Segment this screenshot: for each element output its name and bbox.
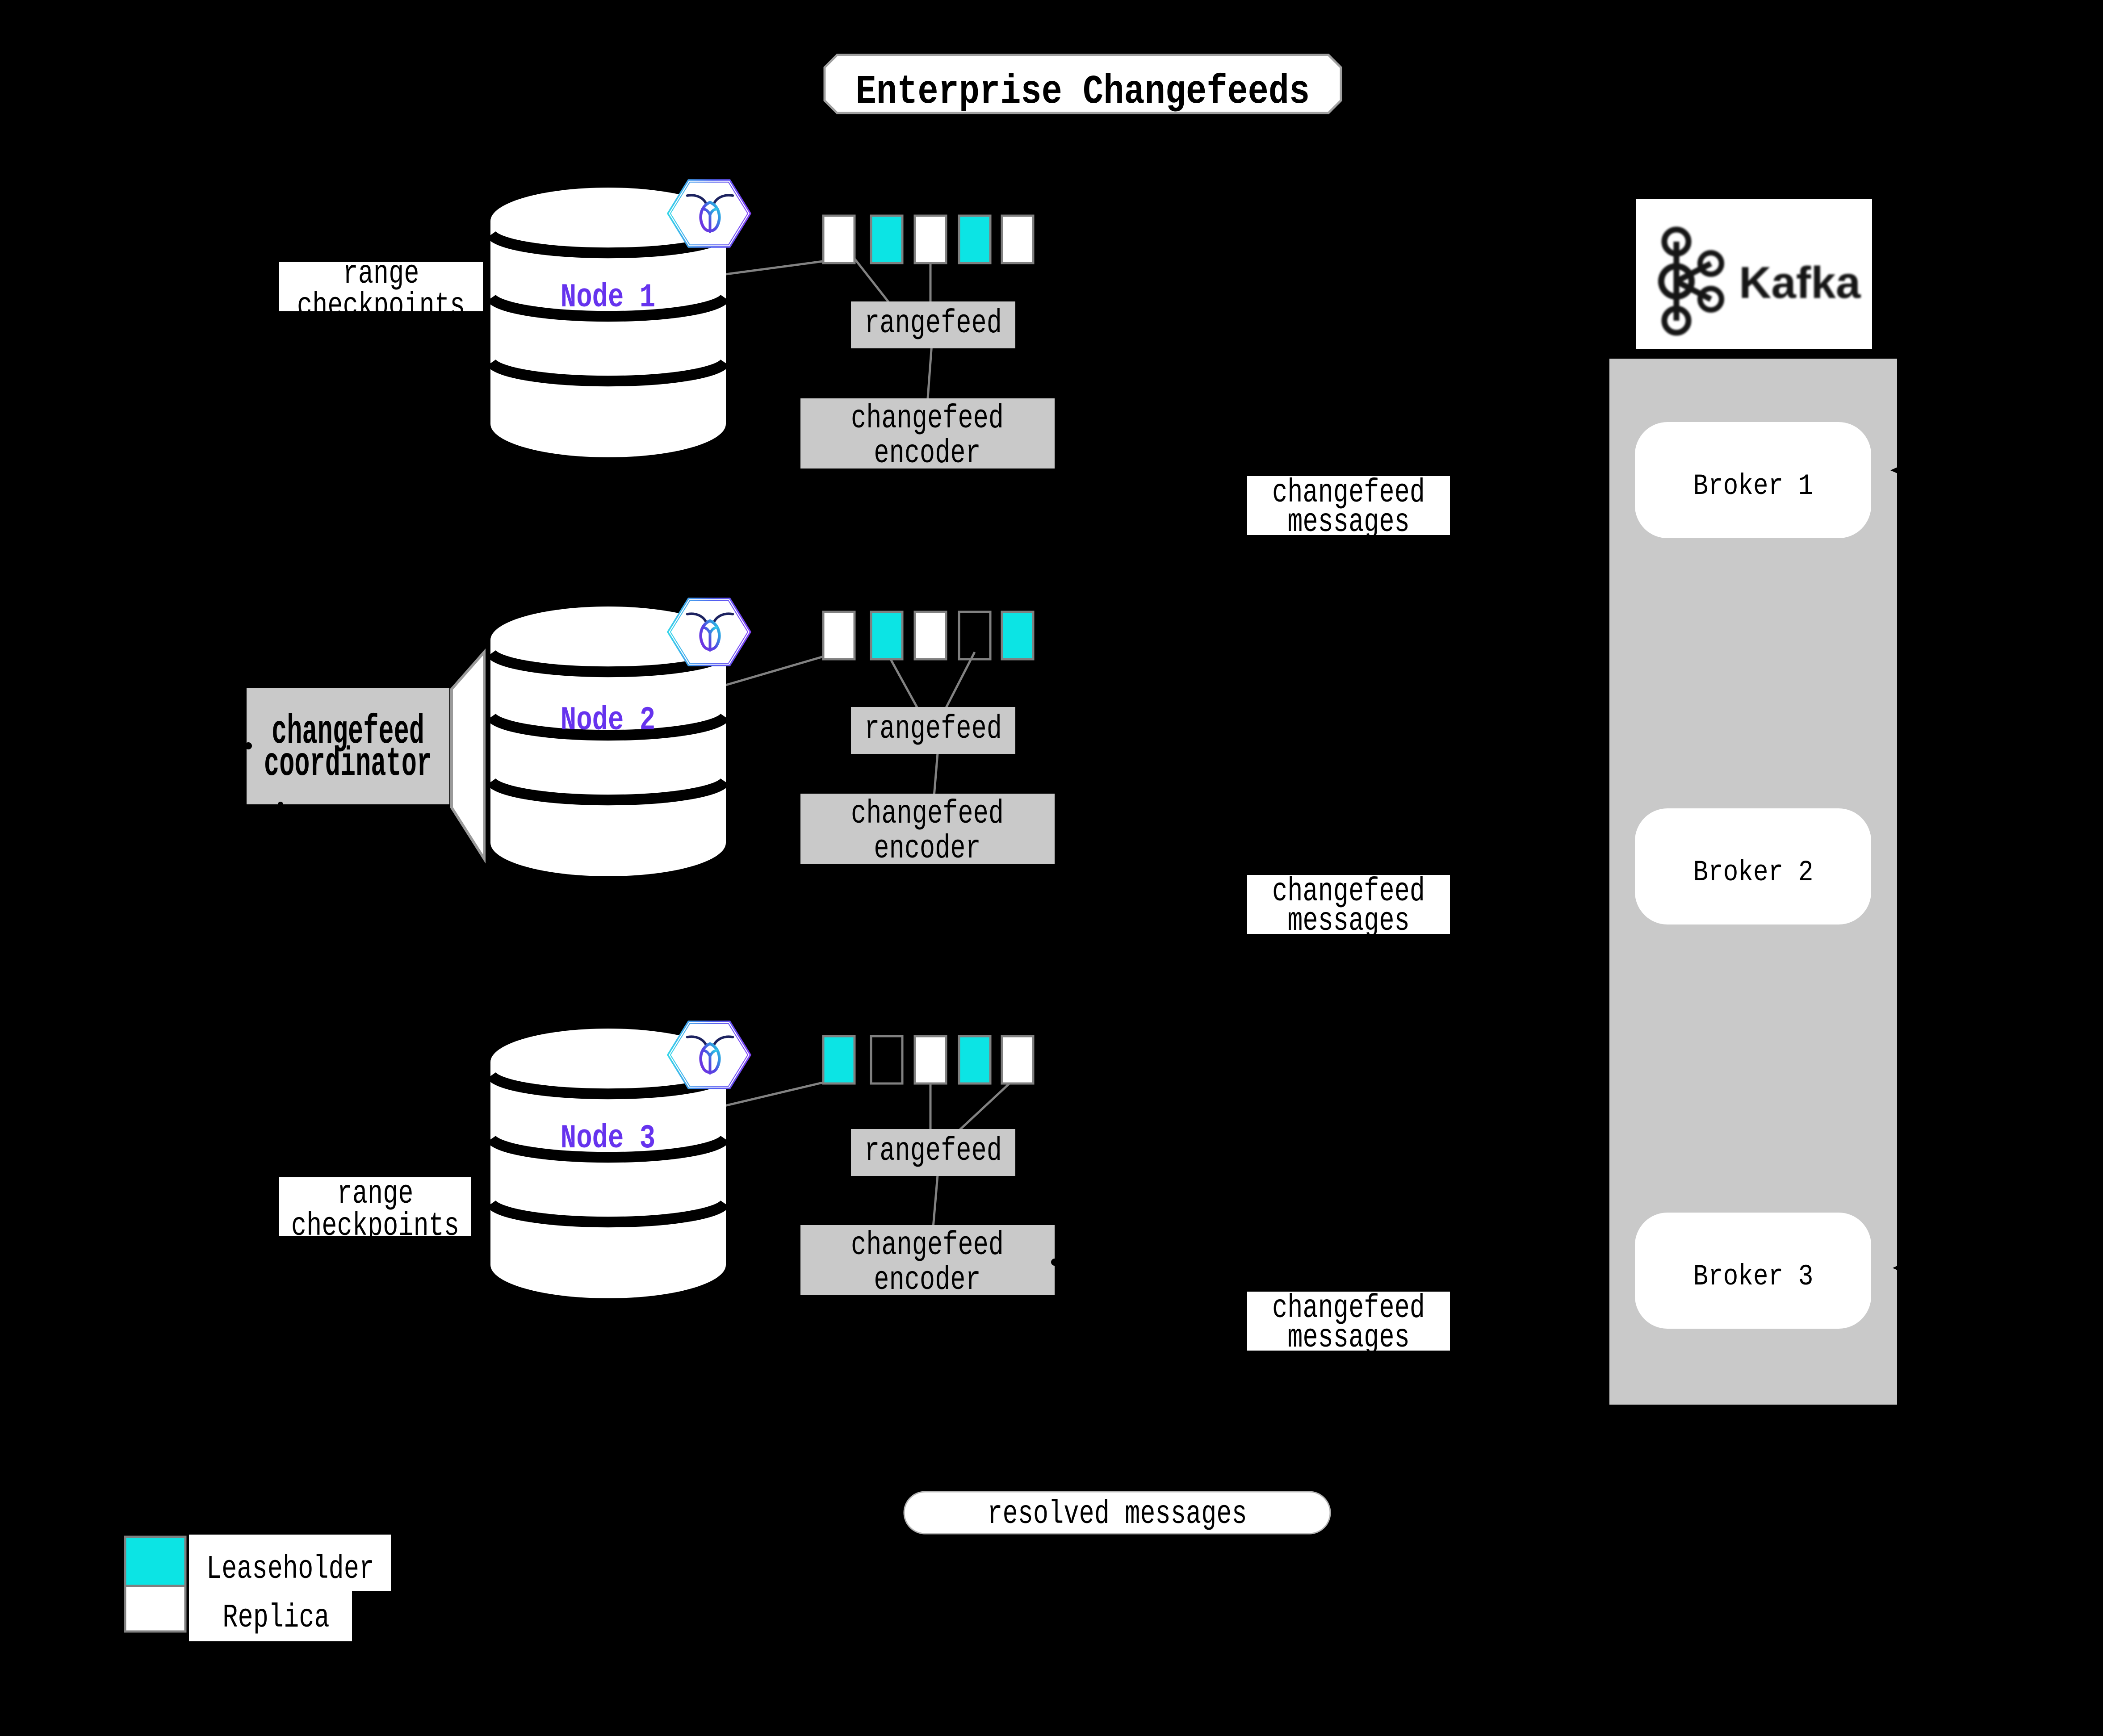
svg-text:changefeed: changefeed xyxy=(851,795,1004,832)
svg-text:messages: messages xyxy=(1287,1319,1410,1356)
svg-text:rangefeed: rangefeed xyxy=(864,1132,1002,1170)
svg-text:resolved messages: resolved messages xyxy=(987,1495,1247,1533)
svg-text:Broker 1: Broker 1 xyxy=(1693,470,1814,503)
svg-text:Node 1: Node 1 xyxy=(561,279,655,317)
svg-text:rangefeed: rangefeed xyxy=(864,305,1002,342)
svg-text:changefeed: changefeed xyxy=(1272,474,1425,511)
svg-text:encoder: encoder xyxy=(874,435,980,472)
svg-text:Kafka: Kafka xyxy=(1739,258,1861,308)
svg-text:changefeed: changefeed xyxy=(1272,1289,1425,1327)
svg-text:range: range xyxy=(337,1175,413,1213)
svg-text:Broker 2: Broker 2 xyxy=(1693,856,1814,889)
svg-text:encoder: encoder xyxy=(874,1261,980,1299)
svg-text:Replica: Replica xyxy=(222,1599,329,1636)
svg-text:Broker 3: Broker 3 xyxy=(1693,1260,1814,1293)
svg-text:encoder: encoder xyxy=(874,830,980,867)
svg-text:coordinator: coordinator xyxy=(264,741,432,787)
svg-text:Node 3: Node 3 xyxy=(561,1120,655,1158)
svg-text:range: range xyxy=(343,255,419,293)
svg-text:Leaseholder: Leaseholder xyxy=(206,1550,374,1588)
svg-text:changefeed: changefeed xyxy=(272,709,424,755)
svg-text:changefeed: changefeed xyxy=(851,400,1004,437)
svg-text:messages: messages xyxy=(1287,503,1410,541)
svg-text:rangefeed: rangefeed xyxy=(864,710,1002,748)
svg-text:changefeed: changefeed xyxy=(851,1226,1004,1264)
svg-text:messages: messages xyxy=(1287,902,1410,940)
svg-text:Enterprise Changefeeds: Enterprise Changefeeds xyxy=(856,70,1310,115)
svg-text:changefeed: changefeed xyxy=(1272,873,1425,910)
svg-text:checkpoints: checkpoints xyxy=(297,287,465,325)
svg-text:checkpoints: checkpoints xyxy=(291,1207,459,1245)
svg-text:Node 2: Node 2 xyxy=(561,702,655,740)
